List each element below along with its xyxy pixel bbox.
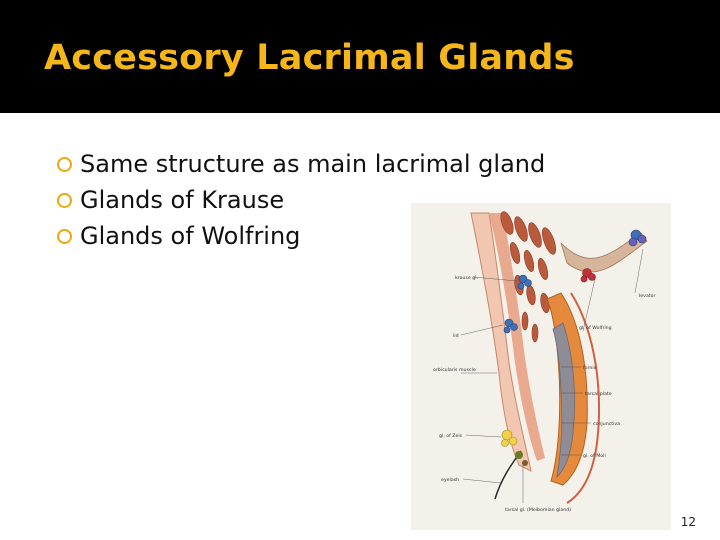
figure-label-krause: krause gl. xyxy=(455,275,478,281)
bullet-item: Same structure as main lacrimal gland xyxy=(57,146,545,182)
figure-label-tarsal-plate: tarsal plate xyxy=(585,391,612,397)
page-number: 12 xyxy=(680,515,696,529)
figure-label-moll: gl. of Moll xyxy=(583,453,606,459)
eyelid-cross-section-illustration: krause gl. lid orbicularis muscle gl. of… xyxy=(411,203,671,530)
figure-label-lid: lid xyxy=(453,333,459,339)
slide-title: Accessory Lacrimal Glands xyxy=(44,38,575,78)
bullet-text: Glands of Krause xyxy=(80,186,285,214)
bullet-text: Glands of Wolfring xyxy=(80,222,301,250)
bullet-list: Same structure as main lacrimal gland Gl… xyxy=(57,146,545,254)
figure-label-fornix: fornix xyxy=(583,365,597,371)
figure-label-levator: levator xyxy=(639,293,656,299)
hollow-circle-bullet-icon xyxy=(57,156,72,172)
figure-label-wolfring: gl. of Wolfring xyxy=(579,325,612,331)
figure-label-eyelash: eyelash xyxy=(441,477,459,483)
bullet-item: Glands of Wolfring xyxy=(57,218,545,254)
figure-label-tarsal: tarsal gl. (Meibomian gland) xyxy=(505,507,571,513)
figure-label-orbicularis: orbicularis muscle xyxy=(433,367,476,373)
hollow-circle-bullet-icon xyxy=(57,192,72,208)
bullet-item: Glands of Krause xyxy=(57,182,545,218)
figure-label-zeis: gl. of Zeis xyxy=(439,433,463,439)
eyelid-anatomy-figure: krause gl. lid orbicularis muscle gl. of… xyxy=(411,203,671,530)
bullet-text: Same structure as main lacrimal gland xyxy=(80,150,546,178)
hollow-circle-bullet-icon xyxy=(57,228,72,244)
figure-label-conjunctiva: conjunctiva xyxy=(593,421,620,427)
title-bar: Accessory Lacrimal Glands xyxy=(0,0,720,113)
